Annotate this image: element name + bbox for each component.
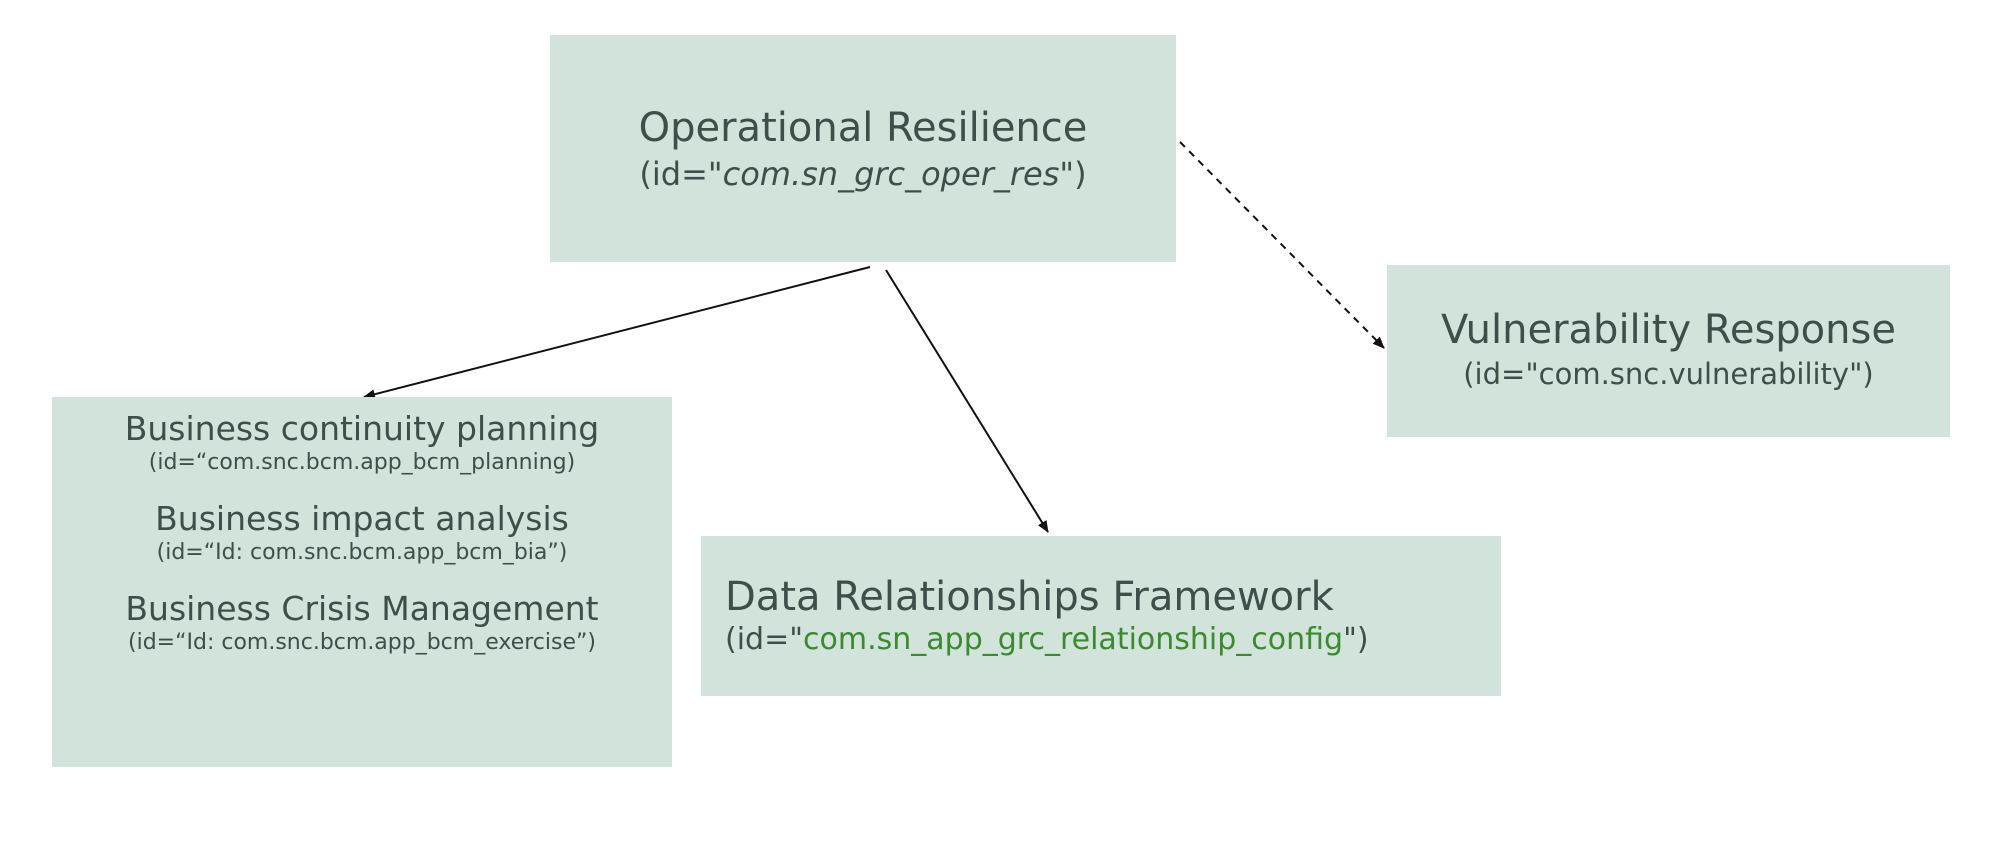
node-id: (id="com.sn_app_grc_relationship_config"… <box>725 622 1369 657</box>
node-title: Vulnerability Response <box>1441 307 1896 353</box>
node-title: Business Crisis Management <box>125 589 599 628</box>
node-title: Operational Resilience <box>638 105 1088 151</box>
node-id: (id="com.snc.vulnerability") <box>1463 357 1874 391</box>
node-id: (id=“Id: com.snc.bcm.app_bcm_bia”) <box>156 540 568 565</box>
node-id: (id=“Id: com.snc.bcm.app_bcm_exercise”) <box>128 630 596 655</box>
node-operational-resilience: Operational Resilience (id="com.sn_grc_o… <box>550 35 1176 262</box>
node-business-continuity-group: Business continuity planning (id=“com.sn… <box>52 397 672 767</box>
node-data-relationships-framework: Data Relationships Framework (id="com.sn… <box>701 536 1501 696</box>
bcm-item-crisis-management: Business Crisis Management (id=“Id: com.… <box>52 589 672 655</box>
node-vulnerability-response: Vulnerability Response (id="com.snc.vuln… <box>1387 265 1950 437</box>
edge-oper-res-to-vulnerability <box>1179 141 1385 349</box>
edge-oper-res-to-drf <box>885 269 1049 533</box>
node-title: Business continuity planning <box>124 409 600 448</box>
edge-oper-res-to-bcm <box>363 266 871 400</box>
bcm-item-impact-analysis: Business impact analysis (id=“Id: com.sn… <box>52 499 672 565</box>
node-id: (id="com.sn_grc_oper_res") <box>639 155 1087 193</box>
node-title: Data Relationships Framework <box>725 574 1334 620</box>
node-id: (id=“com.snc.bcm.app_bcm_planning) <box>148 450 576 475</box>
bcm-item-planning: Business continuity planning (id=“com.sn… <box>52 409 672 475</box>
node-title: Business impact analysis <box>155 499 569 538</box>
